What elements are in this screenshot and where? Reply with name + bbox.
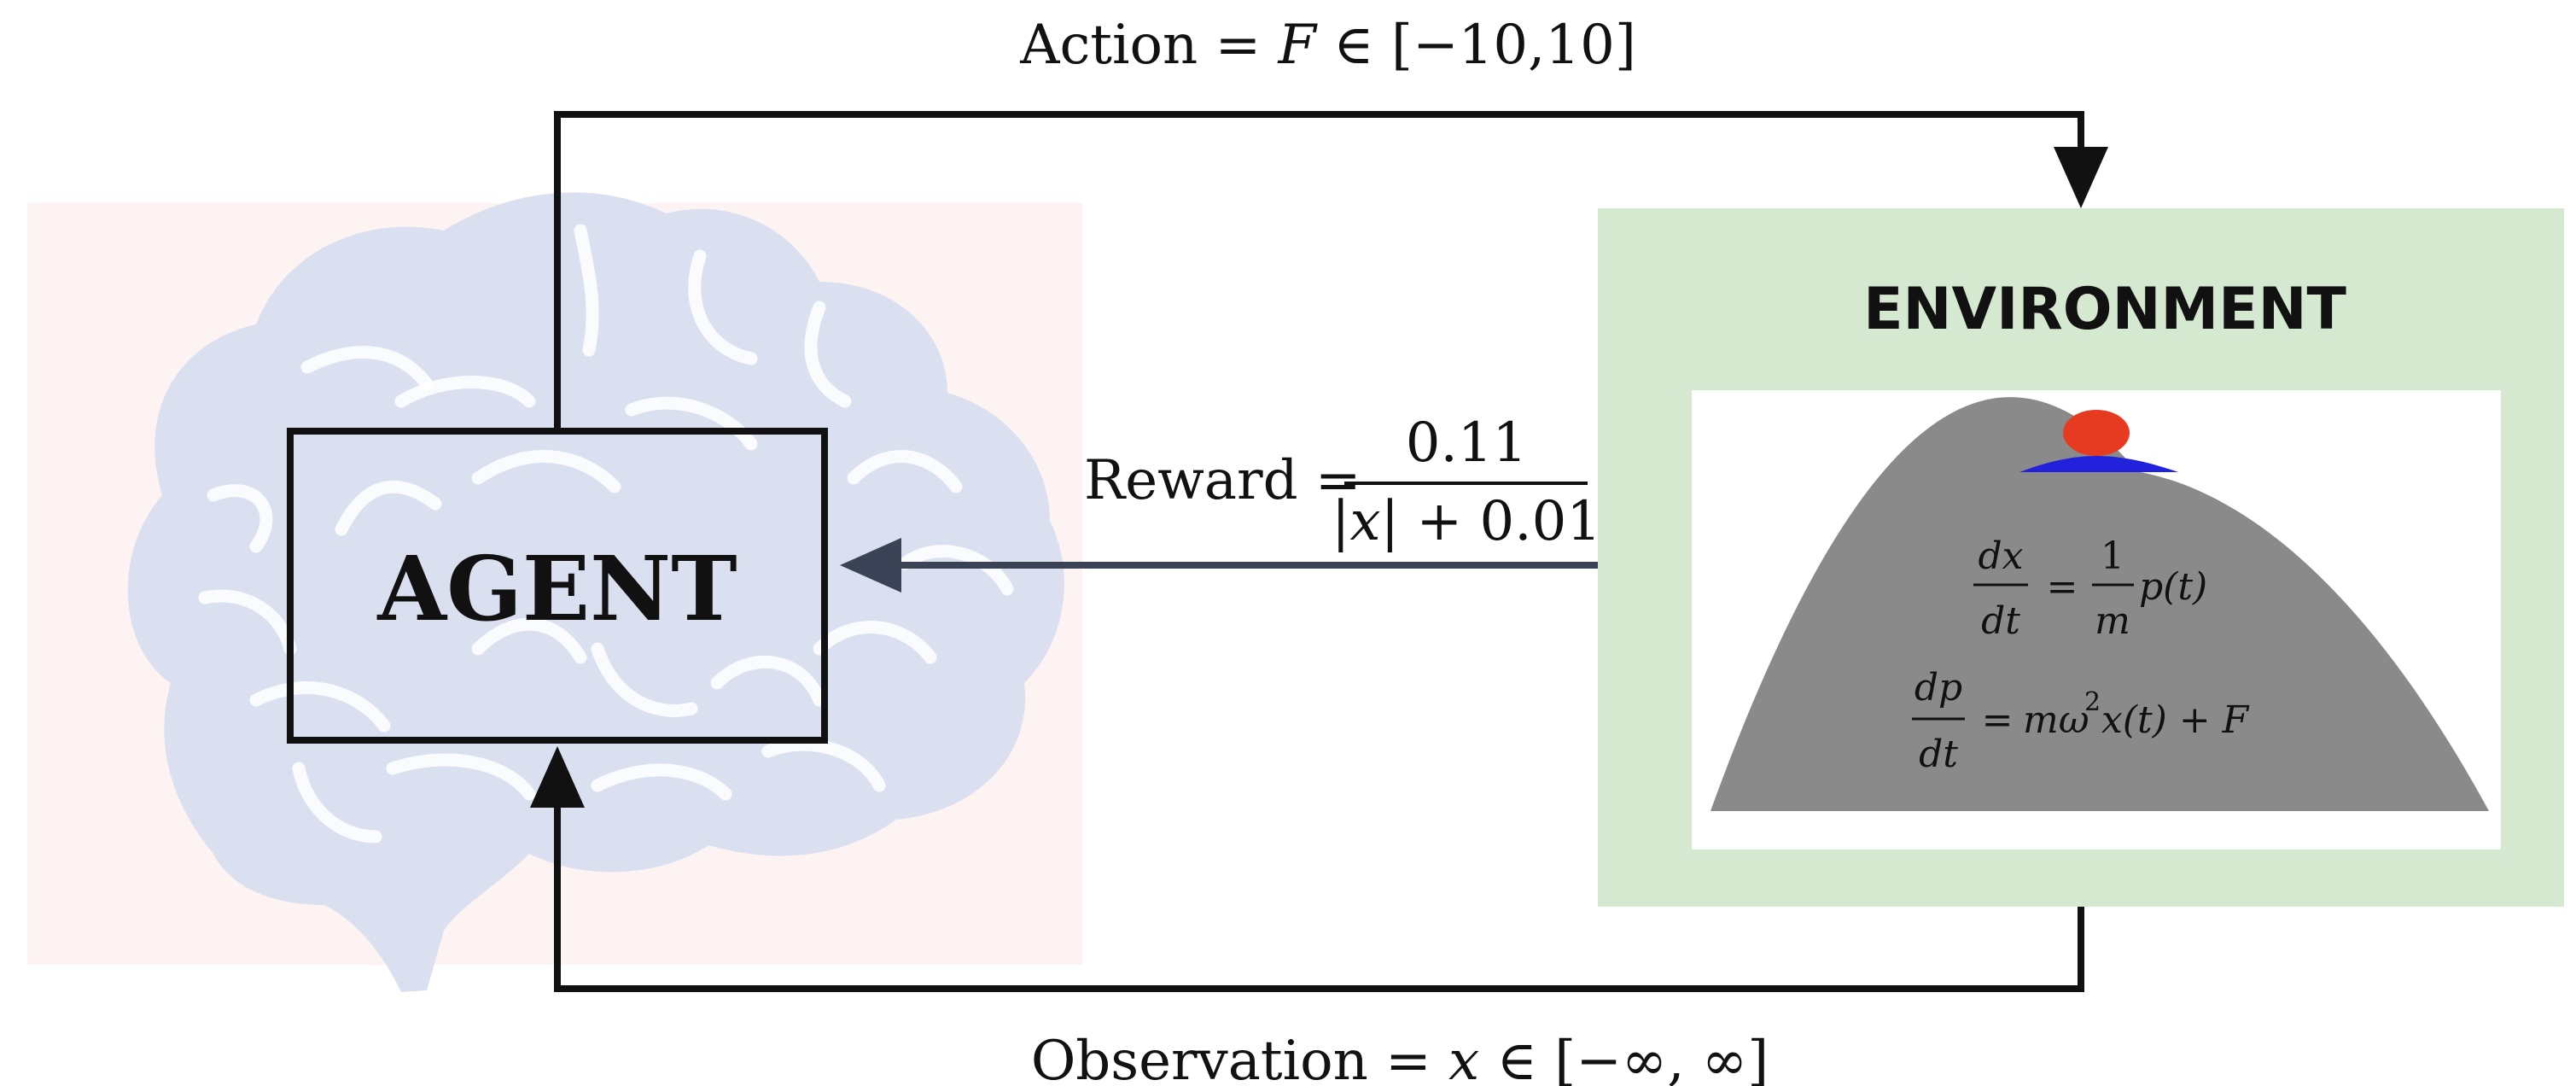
reward-label: Reward = 0.11 |x| + 0.01 — [1084, 412, 1601, 553]
equation-position: dx dt = 1 m p(t) — [1973, 534, 2207, 643]
action-label: Action = F ∈ [−10,10] — [1019, 14, 1636, 77]
svg-text:2: 2 — [2084, 687, 2101, 717]
ball-icon — [2063, 410, 2130, 456]
svg-text:dp: dp — [1915, 666, 1962, 709]
svg-text:m: m — [2095, 599, 2130, 643]
svg-text:1: 1 — [2101, 534, 2124, 578]
svg-text:|x| + 0.01: |x| + 0.01 — [1332, 490, 1601, 553]
svg-text:dx: dx — [1979, 534, 2024, 578]
svg-text:mω: mω — [2023, 698, 2089, 742]
svg-text:0.11: 0.11 — [1406, 412, 1528, 475]
environment-title: ENVIRONMENT — [1863, 276, 2346, 343]
brain-icon — [127, 192, 1064, 992]
svg-text:dt: dt — [1981, 599, 2020, 643]
agent-label: AGENT — [376, 536, 737, 641]
equation-momentum: dp dt = mω 2 x(t) + F — [1912, 666, 2250, 776]
hill-icon — [1711, 468, 2489, 811]
action-arrow — [554, 111, 2108, 431]
svg-text:=: = — [1982, 698, 2014, 742]
svg-text:x(t) + F: x(t) + F — [2101, 698, 2250, 742]
svg-text:=: = — [2047, 565, 2078, 609]
svg-text:Reward =: Reward = — [1084, 449, 1361, 512]
observation-label: Observation = x ∈ [−∞, ∞] — [1031, 1030, 1769, 1086]
svg-text:dt: dt — [1919, 733, 1958, 776]
hill-cap — [2019, 456, 2178, 472]
observation-arrow — [530, 746, 2084, 992]
svg-text:p(t): p(t) — [2139, 565, 2207, 609]
